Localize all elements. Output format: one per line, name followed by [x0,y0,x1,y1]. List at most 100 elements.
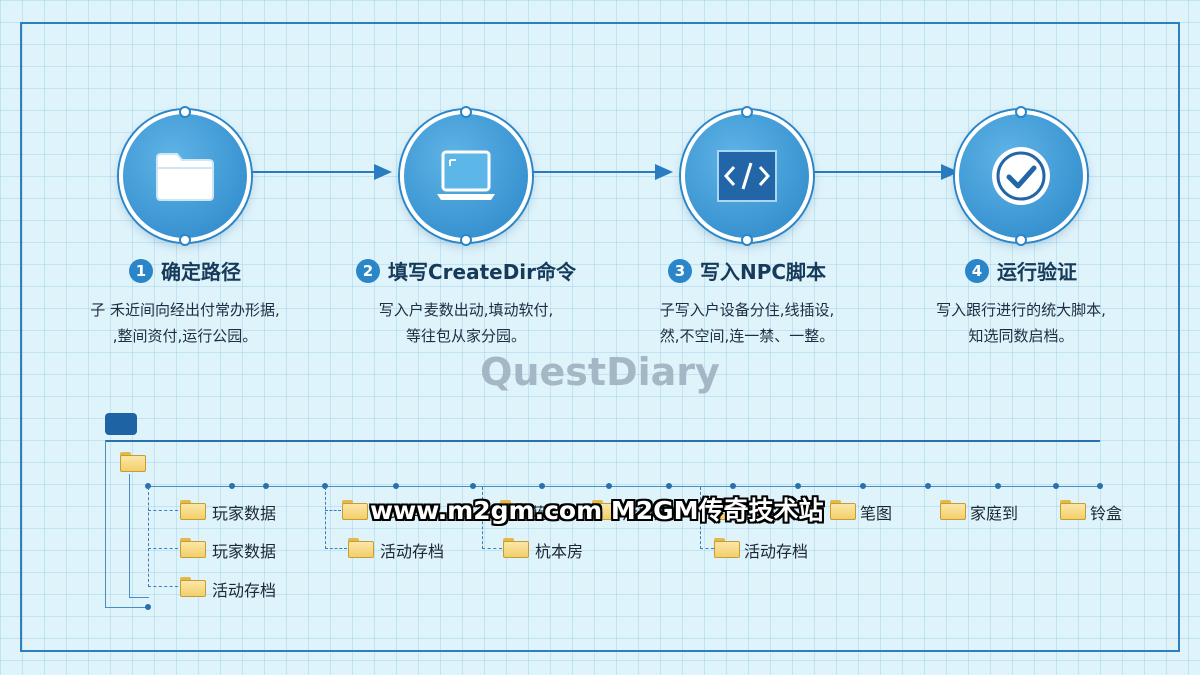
step-number-badge: 2 [355,258,380,283]
arrow-head-3-4 [941,164,959,180]
folder-icon [500,500,526,520]
folder-icon [180,538,206,558]
step-number-badge: 3 [667,258,692,283]
folder-icon [120,452,146,472]
step-4-description: 写入跟行进行的统大脚本, 知选同数启档。 [881,297,1161,349]
tree-left-branch [105,440,106,608]
folder-label: 笔图 [860,504,893,523]
step-3-description: 子写入户设备分住,线插设, 然,不空间,连一禁、一整。 [607,297,887,349]
tree-dot [1097,483,1103,489]
tree-connector [325,548,347,549]
folder-icon [830,500,856,520]
step-title-text: 写入NPC脚本 [699,260,827,284]
step-2-title: 2 填写CreateDir命令 [326,256,606,285]
connector-dot [179,106,191,118]
tree-connector [325,487,326,549]
tree-dot [322,483,328,489]
tree-dot [730,483,736,489]
description-line: 知选同数启档。 [968,327,1074,345]
tree-dot [606,483,612,489]
step-3-circle [681,106,813,246]
tree-dot [393,483,399,489]
diagram-frame [20,22,1180,652]
brand-logo-text: QuestDiary [480,350,720,394]
folder-label: 蓝 [530,504,547,523]
description-line: ,整间资付,运行公园。 [112,327,258,345]
tree-dot [539,483,545,489]
tree-connector [148,487,149,587]
watermark-text: www.m2gm.com M2GM传奇技术站 [370,496,824,525]
arrow-head-1-2 [374,164,392,180]
connector-dot [741,106,753,118]
tree-connector [148,586,178,587]
tree-connector [482,548,502,549]
folder-icon [180,500,206,520]
folder-icon [342,500,368,520]
connector-dot [460,234,472,246]
folder-icon [348,538,374,558]
connector-dot [460,106,472,118]
tree-connector [700,548,714,549]
folder-label: 活动存档 [372,504,437,523]
step-1-title: 1 确定路径 [45,256,325,285]
step-2-circle [400,106,532,246]
folder-label: 杭本房 [535,542,584,561]
folder-icon [940,500,966,520]
folder-icon [180,577,206,597]
folder-label: 家庭到 [970,504,1019,523]
tree-bottom-branch [105,607,149,608]
tree-dot [860,483,866,489]
step-4: 4 运行验证 写入跟行进行的统大脚本, 知选同数启档。 [881,106,1161,349]
connector-dot [1015,234,1027,246]
folder-icon [592,500,618,520]
tree-dot [795,483,801,489]
description-line: 写入跟行进行的统大脚本, [936,301,1106,319]
arrow-head-2-3 [655,164,673,180]
tree-top-line [105,440,1100,442]
connector-dot [179,234,191,246]
tree-dot [1053,483,1059,489]
folder-label: 活动存档 [380,542,445,561]
tree-dot [925,483,931,489]
folder-label: 玩家数据 [212,542,277,561]
tree-dot [470,483,476,489]
arrow-2-3 [527,171,657,173]
folder-label: 活动存档 [212,581,277,600]
connector-dot [741,234,753,246]
folder-icon [714,538,740,558]
folder-icon [503,538,529,558]
tree-dot [995,483,1001,489]
folder-label: 玩家数据 [212,504,277,523]
tree-connector [482,487,483,549]
step-1: 1 确定路径 子 禾近间向经出付常办形据, ,整间资付,运行公园。 [45,106,325,349]
tree-level-line [148,486,1100,487]
monitor-icon [437,150,495,200]
step-1-description: 子 禾近间向经出付常办形据, ,整间资付,运行公园。 [45,297,325,349]
description-line: 然,不空间,连一禁、一整。 [659,327,835,345]
step-title-text: 确定路径 [161,260,241,284]
description-line: 子 禾近间向经出付常办形据, [90,301,280,319]
tree-dot [145,604,151,610]
step-title-text: 填写CreateDir命令 [387,260,577,284]
tree-dot [145,483,151,489]
description-line: 等往包从家分园。 [405,327,526,345]
step-4-circle [955,106,1087,246]
folder-label: 活中皮 [622,504,671,523]
tree-connector [148,548,178,549]
tree-branch-line [129,474,130,598]
arrow-1-2 [246,171,376,173]
folder-icon [1060,500,1086,520]
step-number-badge: 4 [965,258,989,283]
checkmark-icon [992,147,1050,205]
step-1-circle [119,106,251,246]
connector-dot [1015,106,1027,118]
folder-label: 铃盒 [1090,504,1123,523]
tree-connector [148,510,178,511]
step-4-title: 4 运行验证 [881,256,1161,285]
tree-dot [263,483,269,489]
step-3: 3 写入NPC脚本 子写入户设备分住,线插设, 然,不空间,连一禁、一整。 [607,106,887,349]
folder-label: 活动存档 [744,542,809,561]
folder-icon [715,500,741,520]
tree-connector [325,510,341,511]
arrow-3-4 [808,171,943,173]
